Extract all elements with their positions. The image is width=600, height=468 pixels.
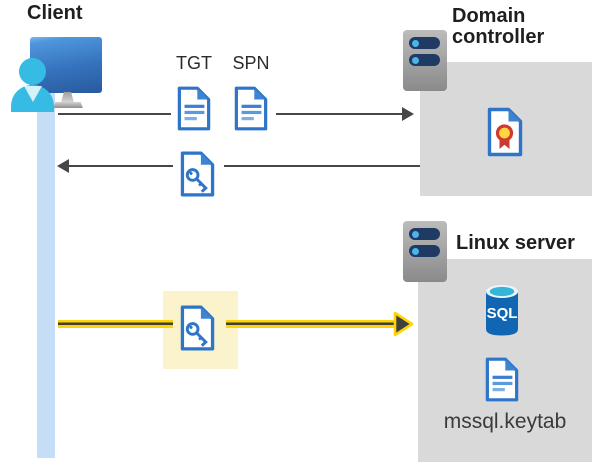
linux-server-label: Linux server [456, 232, 575, 254]
monitor-stand [61, 92, 74, 103]
ticket-request-arrow [58, 113, 171, 115]
ticket-request-arrowhead-icon [402, 107, 414, 121]
server-drive [409, 228, 440, 240]
server-drive [409, 245, 440, 257]
monitor-stand-base [53, 102, 83, 108]
key-document-icon [180, 151, 215, 197]
sql-label: SQL [487, 305, 518, 322]
ticket-response-arrowhead-icon [57, 159, 69, 173]
tgt-label: TGT [176, 53, 212, 73]
keytab-label: mssql.keytab [443, 410, 567, 433]
kerberos-auth-arrowhead-icon [393, 311, 414, 337]
person-collar [24, 86, 42, 102]
sql-database-icon: SQL [486, 285, 518, 336]
key-document-icon [180, 305, 215, 351]
ticket-response-arrow [69, 165, 173, 167]
linux-server-icon [403, 221, 447, 282]
tgt-document-icon [177, 86, 211, 131]
domain-controller-server-icon [403, 30, 447, 91]
server-led [412, 247, 419, 255]
spn-label: SPN [232, 53, 270, 73]
kerberos-auth-arrow [226, 320, 396, 328]
server-drive [409, 54, 440, 66]
certificate-icon [487, 107, 523, 157]
server-led [412, 39, 419, 47]
person-icon [19, 58, 46, 85]
client-lifeline [37, 87, 55, 458]
keytab-document-icon [485, 357, 519, 402]
spn-document-icon [234, 86, 268, 131]
server-drive [409, 37, 440, 49]
ticket-request-arrow [276, 113, 402, 115]
client-label: Client [27, 2, 83, 24]
ticket-response-arrow [224, 165, 420, 167]
server-led [412, 56, 419, 64]
server-led [412, 230, 419, 238]
domain-controller-label: Domain controller [452, 5, 545, 48]
kerberos-auth-arrow [58, 320, 173, 328]
